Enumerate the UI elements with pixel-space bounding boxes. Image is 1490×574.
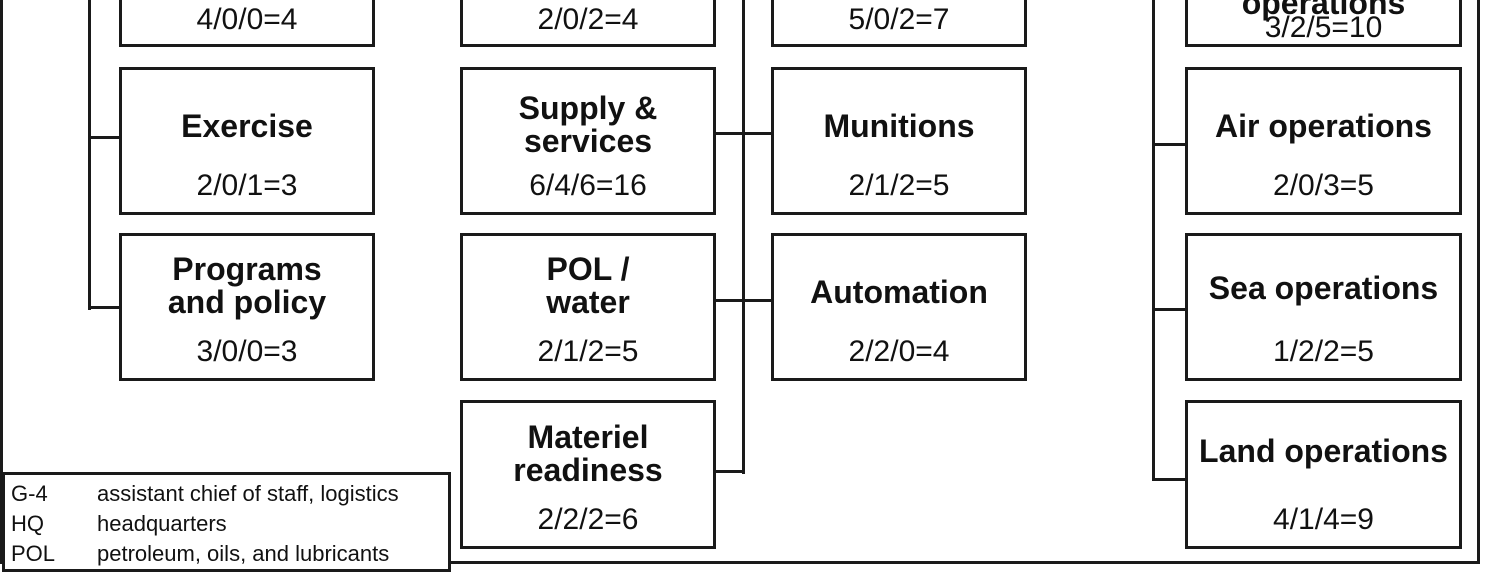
org-box-col1-top: 4/0/0=4 xyxy=(119,0,375,47)
box-title: operations xyxy=(1241,0,1406,21)
legend-definition: headquarters xyxy=(97,511,227,536)
box-count: 4/1/4=9 xyxy=(1273,503,1374,536)
box-count: 2/0/1=3 xyxy=(196,169,298,202)
org-box-munitions: Munitions 2/1/2=5 xyxy=(771,67,1027,215)
connector-col1-programs xyxy=(88,306,122,309)
box-count: 4/0/0=4 xyxy=(196,3,298,36)
box-count: 2/2/0=4 xyxy=(848,335,950,368)
legend-definition: petroleum, oils, and lubricants xyxy=(97,541,390,566)
box-count: 1/2/2=5 xyxy=(1273,335,1374,368)
abbreviation-legend: G-4 assistant chief of staff, logistics … xyxy=(2,472,451,572)
org-box-air-operations: Air operations 2/0/3=5 xyxy=(1185,67,1462,215)
box-count: 2/1/2=5 xyxy=(848,169,950,202)
box-title: Land operations xyxy=(1199,433,1448,469)
legend-row: G-4 assistant chief of staff, logistics xyxy=(5,479,448,509)
connector-land xyxy=(1152,478,1188,481)
box-count: 3/2/5=10 xyxy=(1264,11,1383,44)
org-box-materiel-readiness: Materiel readiness 2/2/2=6 xyxy=(460,400,716,549)
connector-col23-vertical xyxy=(742,0,745,474)
connector-supply xyxy=(713,132,745,135)
box-title: Automation xyxy=(810,274,988,310)
connector-air xyxy=(1152,143,1188,146)
diagram-frame xyxy=(0,0,1480,564)
org-box-col2-top: 2/0/2=4 xyxy=(460,0,716,47)
connector-pol xyxy=(713,299,745,302)
org-box-exercise: Exercise 2/0/1=3 xyxy=(119,67,375,215)
box-title: Air operations xyxy=(1215,108,1432,144)
connector-col1-vertical xyxy=(88,0,91,310)
connector-sea xyxy=(1152,308,1188,311)
legend-abbreviation: G-4 xyxy=(11,481,48,506)
box-title: Supply & services xyxy=(518,90,658,159)
org-box-automation: Automation 2/2/0=4 xyxy=(771,233,1027,381)
org-box-sea-operations: Sea operations 1/2/2=5 xyxy=(1185,233,1462,381)
legend-abbreviation: HQ xyxy=(11,511,44,536)
box-title: Exercise xyxy=(181,108,313,144)
box-count: 5/0/2=7 xyxy=(848,3,950,36)
box-title: Sea operations xyxy=(1208,270,1439,306)
legend-row: HQ headquarters xyxy=(5,509,448,539)
connector-col1-exercise xyxy=(88,136,122,139)
box-count: 2/2/2=6 xyxy=(537,503,639,536)
connector-col4-vertical xyxy=(1152,0,1155,481)
org-box-operations: operations 3/2/5=10 xyxy=(1185,0,1462,47)
org-box-programs-and-policy: Programs and policy 3/0/0=3 xyxy=(119,233,375,381)
legend-row: POL petroleum, oils, and lubricants xyxy=(5,539,448,569)
box-count: 2/1/2=5 xyxy=(537,335,639,368)
org-box-col3-top: 5/0/2=7 xyxy=(771,0,1027,47)
box-title: Materiel readiness xyxy=(513,419,663,488)
legend-abbreviation: POL xyxy=(11,541,56,566)
box-title: Munitions xyxy=(823,108,975,144)
legend-definition: assistant chief of staff, logistics xyxy=(97,481,399,506)
connector-materiel xyxy=(713,470,745,473)
box-count: 2/0/2=4 xyxy=(537,3,639,36)
org-box-pol-water: POL / water 2/1/2=5 xyxy=(460,233,716,381)
org-box-land-operations: Land operations 4/1/4=9 xyxy=(1185,400,1462,549)
connector-automation xyxy=(742,299,774,302)
box-count: 2/0/3=5 xyxy=(1273,169,1374,202)
org-box-supply-and-services: Supply & services 6/4/6=16 xyxy=(460,67,716,215)
connector-munitions xyxy=(742,132,774,135)
box-title: POL / water xyxy=(546,251,630,320)
box-count: 6/4/6=16 xyxy=(529,169,647,202)
box-count: 3/0/0=3 xyxy=(196,335,298,368)
box-title: Programs and policy xyxy=(167,251,327,320)
